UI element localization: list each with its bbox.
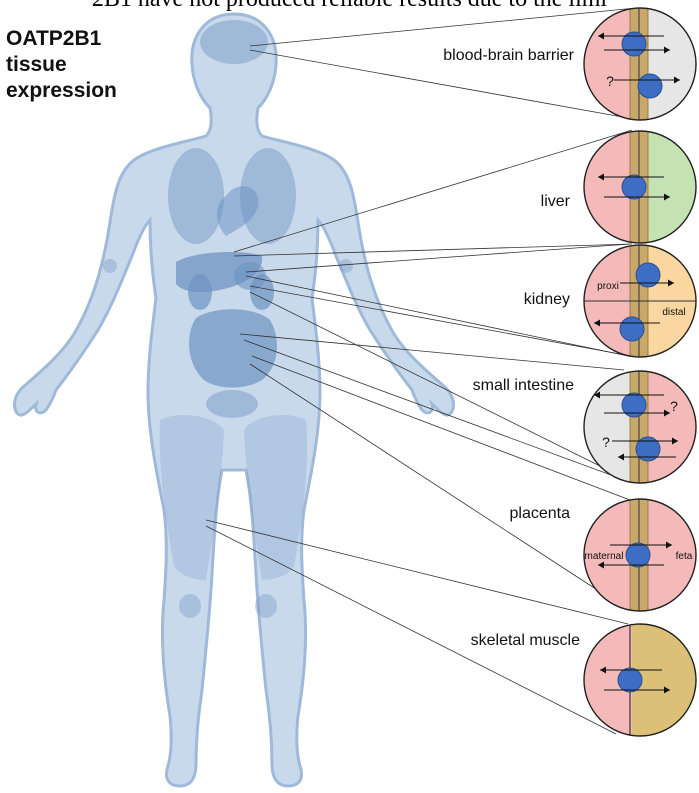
intestines xyxy=(189,309,277,387)
tissue-circle-intestine: ?? xyxy=(584,371,699,483)
right-knee xyxy=(255,594,277,618)
maternal-side-label: maternal xyxy=(585,551,624,562)
oatp2b1-transporter-icon xyxy=(620,317,644,341)
left-lung xyxy=(168,148,224,244)
label-small-intestine: small intestine xyxy=(473,377,574,394)
left-elbow xyxy=(103,259,117,273)
right-compartment xyxy=(648,371,699,483)
proximal-tubule-label: proxi xyxy=(597,281,619,292)
unknown-direction-mark: ? xyxy=(606,73,614,89)
tissue-circle-placenta: maternal feta xyxy=(584,499,699,611)
right-compartment xyxy=(648,131,699,243)
tissue-circle-liver xyxy=(584,131,699,243)
label-skeletal-muscle: skeletal muscle xyxy=(471,632,580,649)
tissue-circle-kidney: proxi distal xyxy=(584,245,699,357)
label-placenta: placenta xyxy=(510,505,571,522)
oatp2b1-transporter-icon xyxy=(618,668,642,692)
pelvis-organ xyxy=(206,390,258,418)
tissue-labels: blood-brain barrier liver kidney small i… xyxy=(443,47,580,649)
tissue-circle-bbb: ? xyxy=(584,8,699,120)
left-knee xyxy=(179,594,201,618)
connector-line xyxy=(250,8,636,46)
fetal-side-label: feta xyxy=(676,551,693,562)
human-body-silhouette xyxy=(15,14,454,786)
unknown-direction-mark: ? xyxy=(670,398,678,414)
right-elbow xyxy=(339,259,353,273)
left-kidney xyxy=(188,274,212,310)
brain xyxy=(200,20,268,64)
label-liver: liver xyxy=(541,193,571,210)
right-compartment xyxy=(648,8,699,120)
unknown-direction-mark: ? xyxy=(602,434,610,450)
oatp2b1-transporter-icon xyxy=(622,175,646,199)
oatp2b1-transporter-icon xyxy=(638,74,662,98)
distal-tubule-label: distal xyxy=(662,307,685,318)
label-kidney: kidney xyxy=(524,291,570,308)
tissue-circle-muscle xyxy=(584,624,699,736)
label-blood-brain-barrier: blood-brain barrier xyxy=(443,47,574,64)
tissue-circles: ? proxi distal?? maternal feta xyxy=(584,8,699,736)
oatp2b1-transporter-icon xyxy=(626,543,650,567)
